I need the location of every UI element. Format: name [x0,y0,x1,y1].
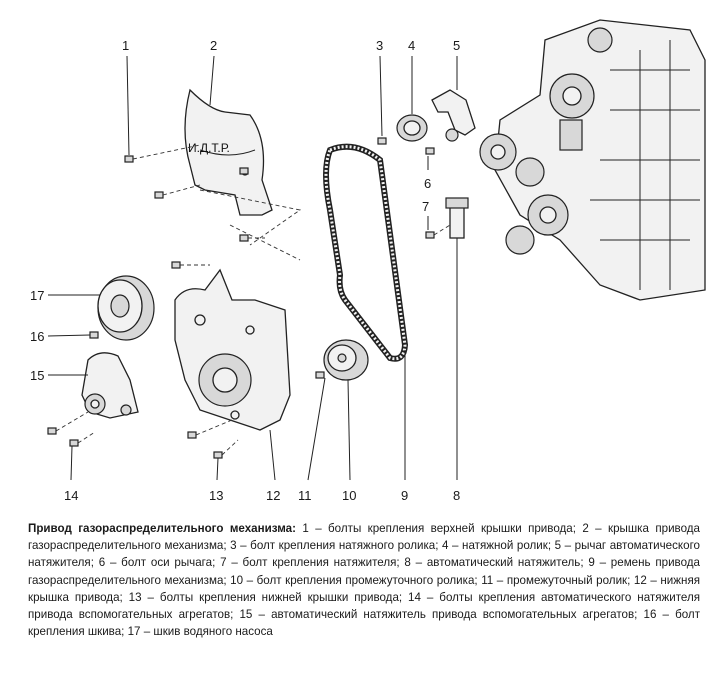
tensioner-lever [431,89,476,142]
callout-12: 12 [266,488,280,503]
callout-14: 14 [64,488,78,503]
callout-5: 5 [453,38,460,53]
water-pump-pulley [97,275,155,341]
tensioner-pulley [396,114,428,142]
timing-drive-diagram: И.Д.Т.Р. [30,19,706,503]
callout-8: 8 [453,488,460,503]
tensioner-bolts [47,411,96,447]
callout-11: 11 [298,488,312,503]
callout-leaders [47,55,458,481]
pulley-bolt [89,331,99,339]
callout-9: 9 [401,488,408,503]
lower-cover-bolts [187,419,239,459]
caption-text: 1 – болты крепления верхней крышки приво… [28,522,700,639]
callout-13: 13 [209,488,223,503]
lower-timing-cover [174,268,291,431]
callout-6: 6 [424,176,431,191]
figure-caption: Привод газораспределительного механизма:… [28,520,700,640]
watermark-stamp: И.Д.Т.Р. [188,141,230,155]
tensioner-bolt [425,231,435,239]
lever-pivot-bolt [425,147,435,155]
upper-cover-bolts [124,144,249,199]
callout-10: 10 [342,488,356,503]
idler-bolt [315,371,325,379]
caption-title: Привод газораспределительного механизма: [28,522,296,535]
timing-belt [323,143,409,362]
callout-1: 1 [122,38,129,53]
callout-17: 17 [30,288,44,303]
callout-15: 15 [30,368,44,383]
idler-pulley [323,339,369,381]
callout-4: 4 [408,38,415,53]
callout-16: 16 [30,329,44,344]
callout-2: 2 [210,38,217,53]
tensioner-pulley-bolt [377,137,387,145]
callout-7: 7 [422,199,429,214]
callout-3: 3 [376,38,383,53]
engine-block-illustration [479,19,706,301]
automatic-tensioner [445,197,469,239]
auxiliary-tensioner [81,352,139,419]
